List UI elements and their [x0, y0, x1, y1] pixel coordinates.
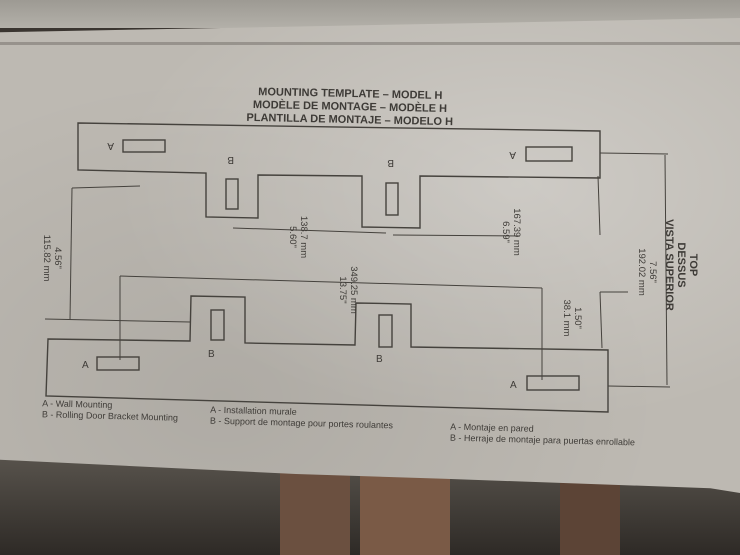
- lower-bracket-outline: [45, 295, 609, 413]
- label-a-lower-left: A: [82, 360, 89, 371]
- dim-text-left-height: 4.56" 115.82 mm: [41, 235, 63, 282]
- cardboard-box-side: [0, 18, 740, 493]
- label-a-upper-left: A: [107, 140, 114, 151]
- dimline-inner-gap: [232, 227, 387, 234]
- dim-text-right-offset: 1.50" 38.1 mm: [561, 300, 583, 337]
- svg-text:1.50": 1.50": [572, 307, 583, 329]
- svg-text:38.1 mm: 38.1 mm: [561, 300, 572, 337]
- dim-text-bottom-width: 13.75" 349.25 mm: [337, 266, 359, 314]
- label-b-upper-left: B: [227, 154, 234, 165]
- slot-a-upper-right: [525, 146, 573, 162]
- upper-bracket-outline: [77, 122, 601, 229]
- top-label-fr: DESSUS: [675, 242, 687, 287]
- label-b-upper-right: B: [387, 157, 394, 168]
- dim-text-top-offset: 6.59" 167.39 mm: [500, 208, 522, 256]
- label-a-lower-right: A: [510, 380, 517, 391]
- dimline-left-height: [69, 187, 73, 321]
- svg-text:115.82 mm: 115.82 mm: [41, 235, 52, 282]
- legend-english: A - Wall Mounting B - Rolling Door Brack…: [42, 398, 179, 424]
- svg-text:7.56": 7.56": [647, 261, 658, 283]
- top-label-es: VISTA SUPERIOR: [663, 219, 675, 311]
- svg-text:167.39 mm: 167.39 mm: [511, 208, 522, 256]
- dimline-top-overall: [664, 154, 668, 386]
- label-a-upper-right: A: [509, 149, 516, 160]
- svg-text:349.25 mm: 349.25 mm: [348, 266, 359, 314]
- slot-b-upper-right: [385, 182, 399, 216]
- label-b-lower-right: B: [376, 354, 383, 365]
- dimline-bottom-width: [119, 275, 543, 289]
- svg-text:5.60": 5.60": [287, 226, 298, 248]
- slot-a-upper-left: [122, 139, 166, 153]
- dimline-top-offset: [597, 175, 601, 236]
- slot-b-upper-left: [225, 178, 239, 210]
- pallet-plank: [360, 470, 450, 555]
- svg-text:13.75": 13.75": [337, 276, 348, 303]
- svg-text:6.59": 6.59": [500, 221, 511, 243]
- slot-a-lower-left: [96, 356, 140, 371]
- svg-text:192.02 mm: 192.02 mm: [636, 248, 647, 296]
- svg-text:4.56": 4.56": [52, 247, 63, 269]
- dim-text-inner-gap: 5.60" 138.7 mm: [287, 216, 309, 258]
- top-label: TOP DESSUS VISTA SUPERIOR: [663, 219, 699, 311]
- slot-a-lower-right: [526, 375, 580, 391]
- slot-b-lower-left: [210, 309, 225, 341]
- label-b-lower-left: B: [208, 349, 215, 360]
- cardboard-fold-line: [0, 42, 740, 45]
- svg-text:138.7 mm: 138.7 mm: [298, 216, 309, 258]
- slot-b-lower-right: [378, 314, 393, 348]
- pallet-plank: [280, 470, 350, 555]
- dim-text-top-overall: 7.56" 192.02 mm: [636, 248, 658, 296]
- dimline-right-offset: [599, 291, 603, 349]
- top-label-en: TOP: [687, 254, 699, 276]
